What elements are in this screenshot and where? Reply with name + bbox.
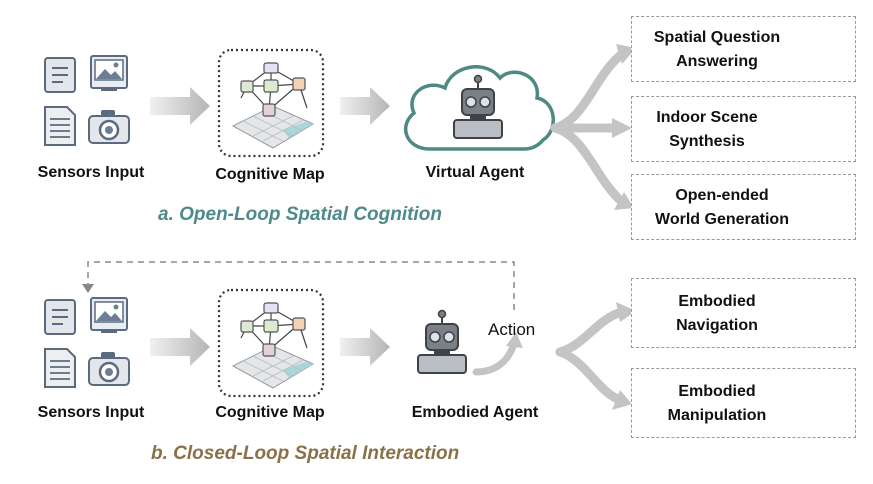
sensors-input-icons-top <box>44 55 131 146</box>
cognitive-map-label-bottom: Cognitive Map <box>215 404 325 421</box>
output-indoor-scene: Indoor Scene Synthesis <box>631 96 856 162</box>
arrow-map-to-agent-bottom <box>340 328 390 366</box>
output-spatial-qa-line2: Answering <box>676 53 758 70</box>
sensors-input-label-top: Sensors Input <box>37 164 145 181</box>
output-embodied-navigation-line1: Embodied <box>678 293 756 310</box>
action-label: Action <box>488 320 536 339</box>
output-embodied-navigation: Embodied Navigation <box>631 278 856 348</box>
cognitive-map-icon-top <box>217 48 325 158</box>
arrow-sensors-to-map-top <box>150 87 210 125</box>
virtual-agent-label: Virtual Agent <box>425 164 525 181</box>
output-embodied-manipulation-line1: Embodied <box>678 383 756 400</box>
output-spatial-qa-line1: Spatial Question <box>653 29 781 46</box>
output-world-generation-line1: Open-ended <box>675 187 769 204</box>
output-indoor-scene-line1: Indoor Scene <box>656 109 758 126</box>
output-embodied-manipulation-line2: Manipulation <box>667 407 767 424</box>
output-embodied-navigation-line2: Navigation <box>676 317 758 334</box>
sensors-input-icons-bottom <box>44 297 131 388</box>
embodied-agent-robot-icon <box>417 309 467 374</box>
cognitive-map-icon-bottom <box>217 288 325 398</box>
fan-arrows-top <box>550 49 627 207</box>
output-world-generation: Open-ended World Generation <box>631 174 856 240</box>
output-indoor-scene-line2: Synthesis <box>669 133 745 150</box>
cognitive-map-label-top: Cognitive Map <box>215 166 325 183</box>
output-spatial-qa: Spatial Question Answering <box>631 16 856 82</box>
open-loop-caption: a. Open-Loop Spatial Cognition <box>158 204 442 225</box>
closed-loop-caption: b. Closed-Loop Spatial Interaction <box>151 443 460 464</box>
arrow-map-to-agent-top <box>340 87 390 125</box>
embodied-agent-label: Embodied Agent <box>411 404 539 421</box>
sensors-input-label-bottom: Sensors Input <box>37 404 145 421</box>
output-embodied-manipulation: Embodied Manipulation <box>631 368 856 438</box>
fan-arrows-bottom <box>555 307 627 405</box>
arrow-sensors-to-map-bottom <box>150 328 210 366</box>
feedback-loop-line <box>87 261 515 310</box>
action-curve-arrow <box>472 340 518 376</box>
output-world-generation-line2: World Generation <box>655 211 789 228</box>
